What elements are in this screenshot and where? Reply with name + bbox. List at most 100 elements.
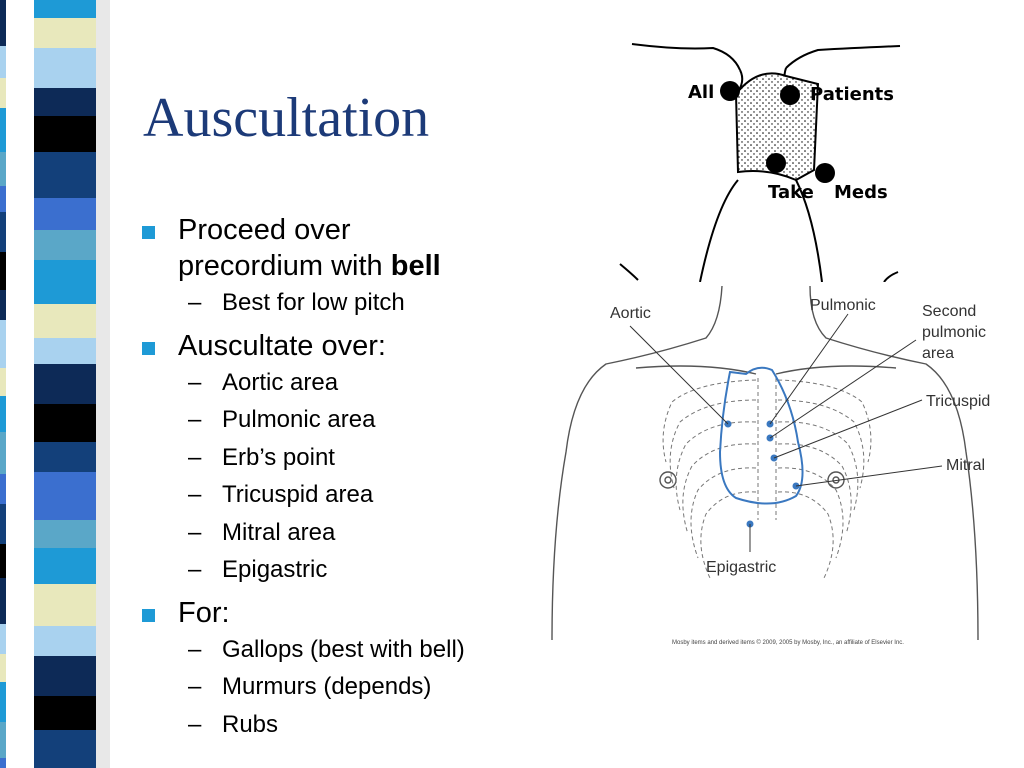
sub-bullet-text: Mitral area <box>222 518 336 546</box>
stripe-edge-block <box>0 186 6 212</box>
dash-marker: – <box>188 368 202 396</box>
right-ribcage-line <box>795 179 823 282</box>
body-left-outline <box>551 285 723 641</box>
stripe-block <box>34 520 96 548</box>
body-right-outline <box>809 285 979 641</box>
sub-bullet-text: Aortic area <box>222 368 339 396</box>
bullet-text: Auscultate over: <box>178 329 386 362</box>
stripe-block <box>34 116 96 152</box>
stripe-block <box>34 364 96 404</box>
bullet-list: Proceed over precordium with bell – Best… <box>140 206 540 743</box>
mnemonic-patients: Patients <box>810 84 894 105</box>
bullet-text: For: <box>178 596 230 629</box>
stripe-edge-block <box>0 474 6 504</box>
stripe-block <box>34 548 96 584</box>
label-mitral: Mitral <box>946 457 985 474</box>
dash-marker: – <box>188 710 202 738</box>
stripe-edge-block <box>0 654 6 682</box>
sub-bullet: – Best for low pitch <box>140 284 540 322</box>
sub-bullet: –Mitral area <box>140 514 540 552</box>
label-pulmonic: Pulmonic <box>810 297 876 314</box>
label-second-line3: area <box>922 345 954 362</box>
bullet-for: For: <box>140 595 540 631</box>
bullet-auscultate: Auscultate over: <box>140 328 540 364</box>
sub-bullet-text: Best for low pitch <box>222 289 405 316</box>
stripe-block <box>34 18 96 48</box>
mnemonic-take: Take <box>768 182 814 203</box>
stripe-block <box>34 472 96 520</box>
patients-point-marker <box>780 85 800 105</box>
stripe-edge-block <box>0 432 6 474</box>
clavicle-right <box>775 365 897 375</box>
stripe-block <box>34 48 96 88</box>
bullet-proceed: Proceed over precordium with bell <box>140 212 540 284</box>
stripe-block <box>34 584 96 626</box>
stripe-edge-block <box>0 152 6 186</box>
sub-bullet: –Aortic area <box>140 364 540 402</box>
slide-title: Auscultation <box>143 87 430 149</box>
dash-marker: – <box>188 673 202 700</box>
stripe-edge-block <box>0 504 6 544</box>
bold-word: bell <box>390 250 441 282</box>
stripe-edge-block <box>0 108 6 152</box>
stripe-edge-block <box>0 46 6 78</box>
right-shoulder-line <box>785 45 901 69</box>
stripe-block <box>34 626 96 656</box>
stripe-edge-block <box>0 578 6 624</box>
right-nipple <box>827 471 845 489</box>
left-shoulder-line <box>631 43 741 71</box>
stripe-edge-block <box>0 290 6 320</box>
stripe-edge-block <box>0 758 6 768</box>
stripe-edge-block <box>0 78 6 108</box>
dash-marker: – <box>188 406 202 433</box>
stripe-block <box>34 152 96 198</box>
stripe-block <box>34 656 96 696</box>
sub-bullet: –Rubs <box>140 706 540 744</box>
all-point-marker <box>720 81 740 101</box>
clavicle-left <box>635 365 757 375</box>
stripe-block <box>34 304 96 338</box>
stripe-block <box>34 338 96 364</box>
stripe-edge-block <box>0 396 6 432</box>
mnemonic-heart-diagram: All Patients Take Meds <box>619 43 901 282</box>
sub-bullet: –Murmurs (depends) <box>140 668 540 706</box>
rib-right-line <box>883 271 899 282</box>
stripe-edge-block <box>0 624 6 654</box>
stripe-edge-block <box>0 368 6 396</box>
stripe-block <box>34 230 96 260</box>
mnemonic-meds: Meds <box>834 182 888 203</box>
sub-bullet-text: Epigastric <box>222 556 328 583</box>
mnemonic-all: All <box>688 82 714 103</box>
label-aortic: Aortic <box>610 305 651 322</box>
sub-bullet: –Pulmonic area <box>140 401 540 439</box>
heart-outline <box>718 366 804 505</box>
dash-marker: – <box>188 635 202 663</box>
sub-bullet-text: Pulmonic area <box>222 406 376 433</box>
label-second-line2: pulmonic <box>922 324 986 341</box>
sub-bullet-text: Murmurs (depends) <box>222 673 432 700</box>
dash-marker: – <box>188 556 202 583</box>
stripe-edge-block <box>0 320 6 368</box>
stripe-edge-block <box>0 252 6 290</box>
sub-bullet-text: Rubs <box>222 710 279 738</box>
rib-left-line <box>619 263 639 281</box>
copyright-text: Mosby items and derived items © 2009, 20… <box>672 639 904 646</box>
stripe-block <box>34 260 96 304</box>
sub-bullet: –Gallops (best with bell) <box>140 631 540 669</box>
meds-point-marker <box>815 163 835 183</box>
square-bullet-icon <box>142 341 155 355</box>
stripe-edge-block <box>0 544 6 578</box>
stripe-edge-block <box>0 682 6 722</box>
bullet-text: Proceed over <box>178 214 351 246</box>
sub-bullet-text: Erb’s point <box>222 443 335 471</box>
stripe-block <box>34 730 96 768</box>
stripe-graphic <box>0 0 118 768</box>
auscultation-points <box>724 420 800 528</box>
dash-marker: – <box>188 443 202 471</box>
left-nipple-center <box>664 476 672 484</box>
stripe-block <box>34 0 96 18</box>
square-bullet-icon <box>142 226 155 239</box>
decorative-stripe-bar <box>0 0 118 768</box>
ribcage-dashed <box>662 378 872 579</box>
sub-bullet-text: Tricuspid area <box>222 481 374 508</box>
